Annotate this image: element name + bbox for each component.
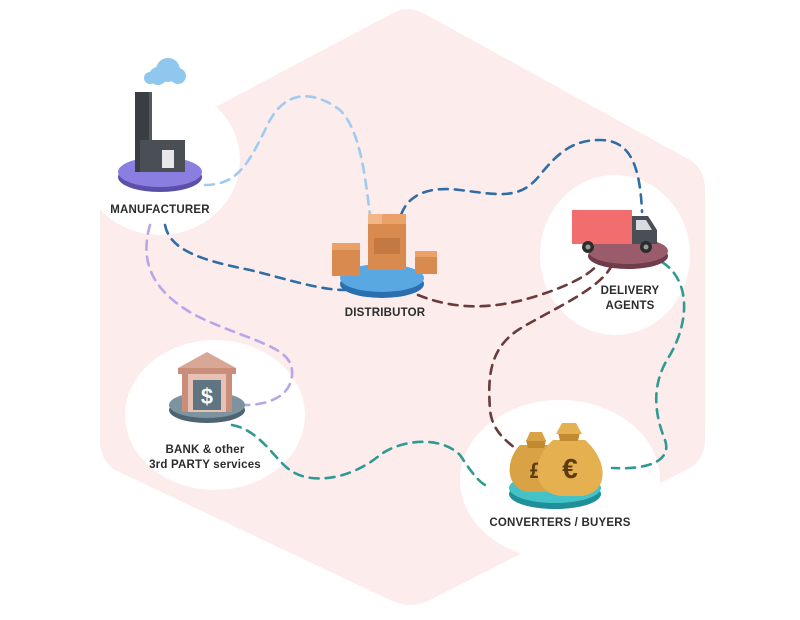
link-manufacturer-distributor-light <box>203 94 372 217</box>
link-manufacturer-distributor-dark <box>163 223 347 292</box>
link-bank-converters-teal <box>230 423 492 489</box>
distributor-label-line-1: DISTRIBUTOR <box>344 307 426 319</box>
money-bags-icon: £ € <box>509 423 603 509</box>
svg-text:€: € <box>562 453 578 484</box>
manufacturer-label-line-1: MANUFACTURER <box>110 204 210 216</box>
link-delivery-converters-teal <box>610 260 686 470</box>
link-distributor-delivery-dark <box>396 138 644 232</box>
delivery-label-line-1: DELIVERY <box>600 285 660 297</box>
factory-icon <box>118 58 202 192</box>
delivery-label: DELIVERY AGENTS <box>575 284 685 314</box>
link-distributor-delivery-maroon <box>416 260 602 308</box>
converters-label: CONVERTERS / BUYERS <box>470 516 650 531</box>
boxes-icon <box>332 214 437 298</box>
bank-label-line-2: 3rd PARTY services <box>149 459 261 471</box>
link-manufacturer-bank <box>145 223 294 407</box>
manufacturer-label: MANUFACTURER <box>95 203 225 218</box>
bank-icon: $ <box>169 352 245 423</box>
truck-icon <box>572 210 668 269</box>
bank-label: BANK & other 3rd PARTY services <box>125 443 285 473</box>
converters-label-line-1: CONVERTERS / BUYERS <box>489 517 631 529</box>
link-delivery-converters-maroon <box>487 263 614 450</box>
svg-text:$: $ <box>201 384 213 409</box>
bank-label-line-1: BANK & other <box>165 444 245 456</box>
distributor-label: DISTRIBUTOR <box>325 306 445 321</box>
delivery-label-line-2: AGENTS <box>605 300 655 312</box>
